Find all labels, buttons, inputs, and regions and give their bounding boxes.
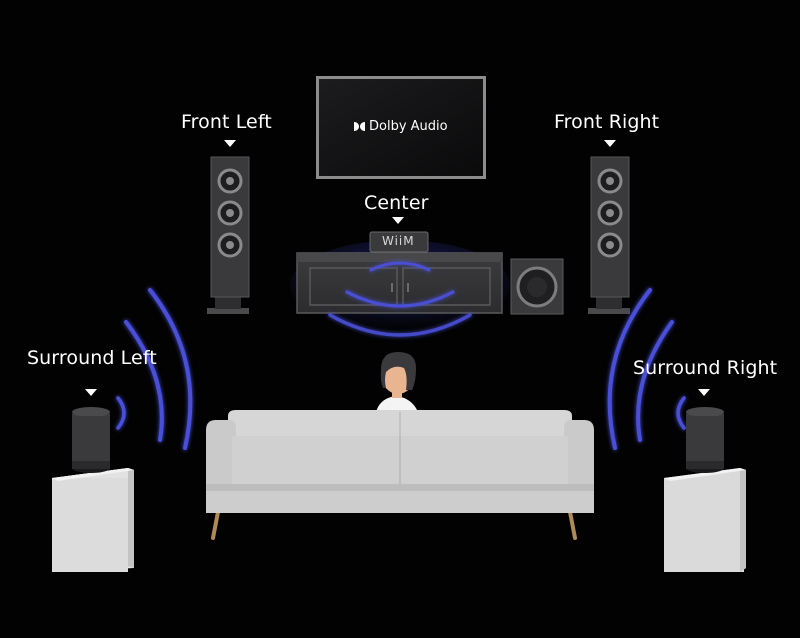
front-left-arrow-icon (224, 140, 236, 147)
tv-logo-text: Dolby Audio (369, 119, 448, 134)
dolby-double-d-icon (354, 122, 365, 131)
surround-left-arrow-icon (85, 389, 97, 396)
sofa (206, 410, 594, 540)
front-left-label: Front Left (181, 111, 272, 133)
wiim-brand-label: WiiM (382, 234, 415, 248)
surround-right-label: Surround Right (633, 357, 778, 379)
subwoofer (510, 258, 564, 315)
media-cabinet (290, 240, 510, 330)
left-sound-waves (116, 288, 193, 450)
right-sound-waves (607, 288, 686, 450)
front-right-speaker (588, 156, 630, 314)
listener (376, 352, 418, 412)
surround-left-speaker (72, 407, 110, 473)
front-right-arrow-icon (604, 140, 616, 147)
wiim-device (369, 231, 429, 253)
surround-right-arrow-icon (698, 389, 710, 396)
surround-right-speaker (686, 407, 724, 473)
front-right-label: Front Right (554, 111, 660, 133)
front-left-speaker (207, 156, 250, 314)
center-label: Center (364, 192, 429, 214)
center-arrow-icon (392, 217, 404, 224)
tv (316, 76, 486, 179)
dolby-audio-logo: Dolby Audio (354, 119, 448, 134)
surround-left-stand (52, 468, 134, 572)
center-sound-waves (328, 261, 472, 337)
surround-left-label: Surround Left (27, 347, 157, 369)
surround-right-stand (664, 468, 746, 572)
